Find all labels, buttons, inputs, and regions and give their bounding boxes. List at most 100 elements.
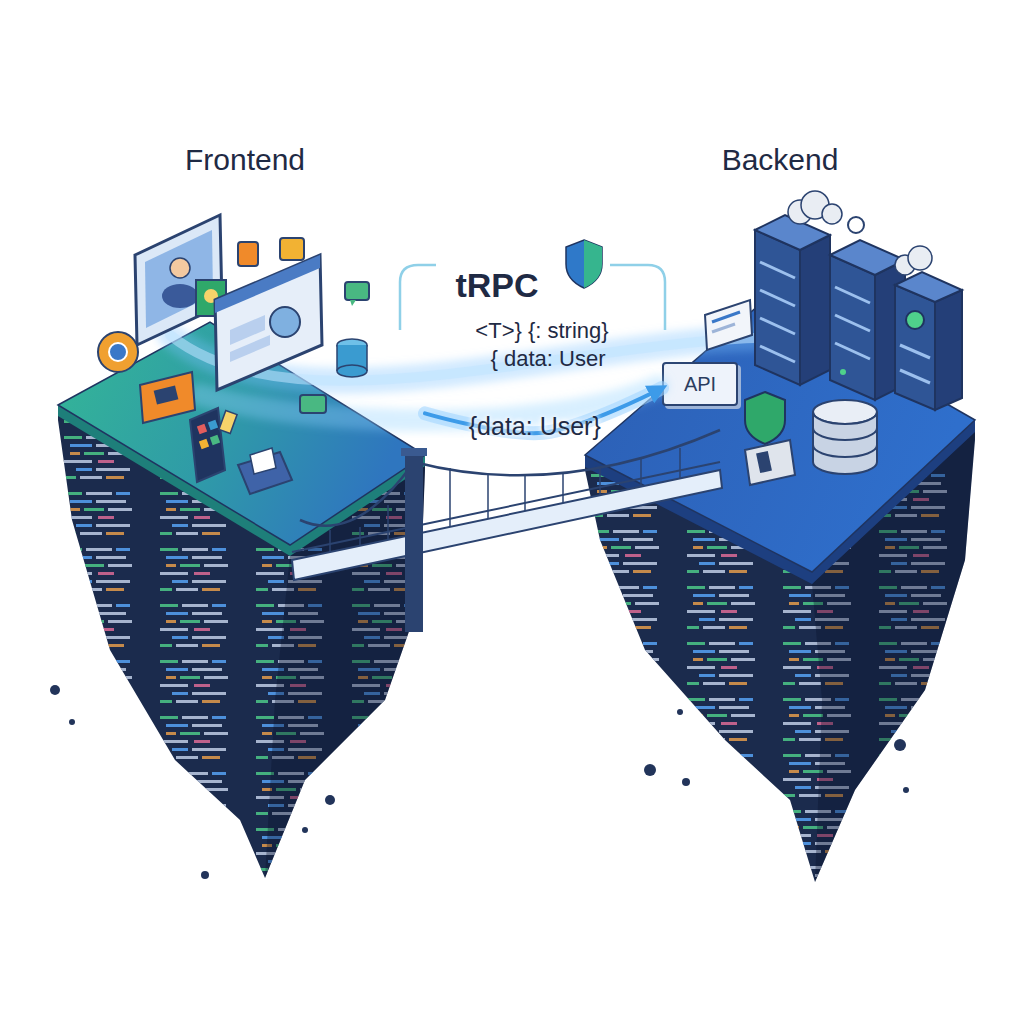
- frontend-devices: [154, 386, 179, 405]
- backend-servers: [760, 318, 795, 334]
- data-flow-glow: [170, 335, 800, 381]
- frontend-devices: [345, 282, 369, 300]
- debris-dots: [325, 795, 335, 805]
- backend-servers: [895, 285, 935, 410]
- suspension-bridge: [640, 458, 642, 487]
- frontend-devices: [336, 345, 338, 371]
- frontend-devices: [238, 452, 292, 494]
- suspension-bridge: [292, 430, 722, 632]
- frontend-devices: [280, 238, 304, 260]
- backend-servers: [745, 392, 785, 444]
- debris-dots: [201, 871, 209, 879]
- suspension-bridge: [562, 473, 564, 503]
- payload-label: {data: User}: [469, 412, 601, 441]
- backend-servers: [895, 255, 915, 275]
- backend-servers: [813, 445, 877, 457]
- backend-servers: [705, 191, 962, 485]
- shield-icon: [566, 240, 602, 288]
- backend-servers: [900, 345, 930, 358]
- backend-servers: [895, 272, 962, 302]
- frontend-devices: [337, 339, 367, 351]
- suspension-bridge: [401, 448, 427, 456]
- frontend-devices: [337, 365, 367, 377]
- backend-servers: [906, 311, 924, 329]
- frontend-devices: [219, 411, 237, 434]
- backend-servers: [712, 312, 740, 322]
- frontend-devices: [366, 345, 368, 371]
- frontend-devices: [170, 258, 190, 278]
- debris-dots: [69, 719, 75, 725]
- suspension-bridge: [487, 474, 489, 519]
- frontend-devices: [270, 307, 300, 337]
- island-shape: [58, 318, 425, 548]
- suspension-bridge: [329, 530, 331, 552]
- backend-servers: [760, 346, 795, 362]
- shield-icon: [584, 240, 602, 288]
- backend-servers: [900, 370, 930, 383]
- api-card: API: [662, 362, 738, 406]
- backend-servers: [835, 287, 870, 303]
- suspension-bridge: [387, 505, 389, 540]
- backend-servers: [822, 204, 842, 224]
- frontend-devices: [98, 332, 138, 372]
- frontend-devices: [145, 230, 213, 328]
- backend-servers: [813, 428, 877, 440]
- suspension-bridge: [300, 462, 414, 526]
- type-annotation: <T>} {: string}: [475, 318, 608, 344]
- backend-servers: [755, 215, 830, 250]
- debris-dots: [50, 685, 909, 879]
- frontend-devices: [250, 448, 276, 474]
- type-annotation: { data: User: [491, 346, 606, 372]
- backend-servers: [935, 290, 962, 410]
- backend-servers: [712, 324, 735, 332]
- backend-servers: [760, 290, 795, 306]
- backend-servers: [830, 255, 875, 400]
- section-heading: Frontend: [95, 142, 395, 178]
- island-shape: [585, 300, 975, 575]
- connector-group: [425, 388, 662, 433]
- frontend-devices: [300, 395, 326, 413]
- backend-servers: [835, 315, 870, 331]
- frontend-devices: [350, 300, 356, 306]
- protocol-title: tRPC: [455, 266, 538, 305]
- backend-servers: [813, 400, 877, 424]
- frontend-devices: [215, 255, 322, 390]
- frontend-devices: [210, 435, 220, 445]
- data-flow-arrow: [425, 388, 662, 433]
- suspension-bridge: [292, 470, 722, 580]
- backend-servers: [755, 230, 800, 385]
- suspension-bridge: [679, 448, 681, 478]
- data-flow-glow: [200, 386, 658, 420]
- frontend-devices: [230, 315, 265, 345]
- island-surface: [585, 300, 975, 572]
- debris-dots: [677, 709, 683, 715]
- shield-icon: [566, 240, 602, 288]
- backend-servers: [813, 412, 877, 474]
- backend-servers: [801, 191, 829, 219]
- island-surface: [58, 322, 425, 545]
- trpc-bracket: [400, 265, 436, 330]
- trpc-bracket: [400, 265, 665, 330]
- data-flow-glow: [170, 335, 800, 381]
- frontend-devices: [199, 439, 209, 449]
- frontend-devices: [215, 255, 320, 313]
- backend-servers: [800, 235, 830, 385]
- suspension-bridge: [449, 468, 451, 527]
- frontend-devices: [140, 372, 195, 423]
- trpc-bracket: [610, 265, 665, 330]
- backend-servers: [835, 343, 870, 359]
- debris-dots: [302, 827, 308, 833]
- frontend-devices: [337, 345, 367, 371]
- suspension-bridge: [292, 462, 720, 552]
- frontend-devices: [204, 289, 218, 303]
- backend-servers: [745, 440, 795, 485]
- frontend-island: Frontend: [58, 318, 425, 548]
- api-label: API: [684, 373, 716, 396]
- debris-dots: [894, 739, 906, 751]
- frontend-devices: [98, 215, 369, 494]
- backend-island: BackendAPI: [585, 300, 975, 575]
- suspension-bridge: [524, 475, 526, 511]
- backend-servers: [848, 217, 864, 233]
